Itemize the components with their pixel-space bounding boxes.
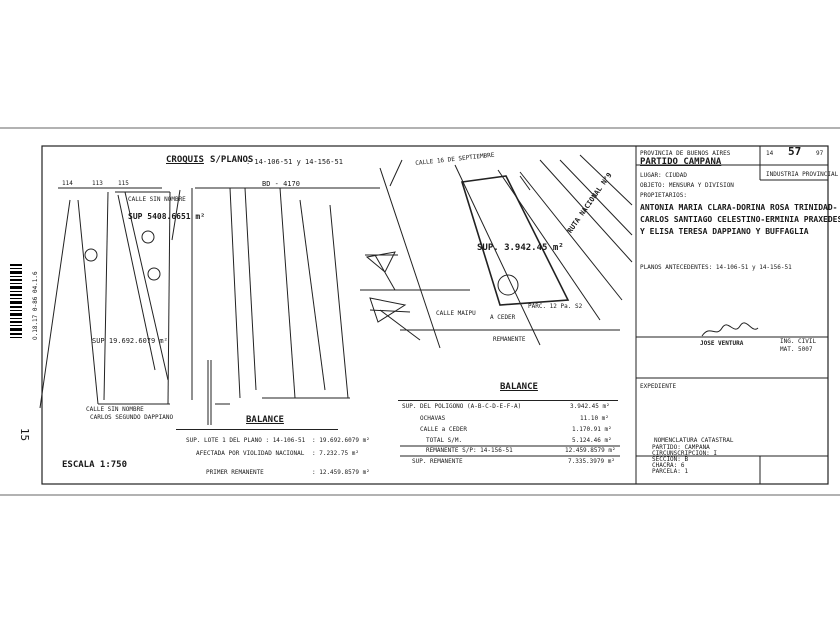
- right-balance-row-label: OCHAVAS: [420, 415, 446, 422]
- tb-year: 97: [816, 150, 824, 157]
- left-balance-row-label: SUP. LOTE 1 DEL PLANO : 14-106-51: [186, 437, 306, 444]
- right-balance-row-label: SUP. DEL POLIGONO (A-B-C-D-E-F-A): [402, 403, 522, 410]
- street-segundo: CARLOS SEGUNDO DAPPIANO: [90, 414, 174, 421]
- street-sin-nombre-top: CALLE SIN NOMBRE: [128, 196, 186, 203]
- right-balance-row-label: REMANENTE S/P: 14-156-51: [426, 447, 513, 454]
- right-balance-row-value: 3.942.45 m²: [570, 403, 610, 410]
- sup-lot-label: SUP 5408.6651 m²: [128, 212, 206, 221]
- croquis-label: CROQUIS: [166, 155, 204, 165]
- sup-left-label: SUP 19.692.6079 m²: [92, 337, 168, 345]
- right-balance-row-value: 11.10 m²: [580, 415, 609, 422]
- lot-number-114: 114: [62, 180, 73, 187]
- tb-matricula: MAT. 5007: [780, 346, 813, 353]
- tb-profesional: JOSE VENTURA: [700, 340, 744, 347]
- right-balance-title: BALANCE: [500, 382, 538, 392]
- barcode-label: O.18.17 0-86 04.1.6: [32, 271, 39, 340]
- lot-number-113: 113: [92, 180, 103, 187]
- croquis-refs: : 14-106-51 y 14-156-51: [246, 158, 343, 166]
- tb-owner-2: CARLOS SANTIAGO CELESTINO-ERMINIA PRAXED…: [640, 215, 840, 224]
- parcela-label: PARC. 12 Pa. S2: [528, 303, 583, 310]
- tb-provincia: PROVINCIA DE BUENOS AIRES: [640, 150, 731, 157]
- right-balance-row-value: 5.124.46 m²: [572, 437, 612, 444]
- street-maipu: CALLE MAIPU: [436, 310, 476, 317]
- tb-nomenclatura-title: NOMENCLATURA CATASTRAL: [654, 437, 734, 444]
- left-balance-row-value: : 7.232.75 m²: [312, 450, 359, 457]
- tb-profesional-title: ING. CIVIL: [780, 338, 817, 345]
- tb-number-big: 57: [788, 145, 802, 158]
- tb-owner-3: Y ELISA TERESA DAPPIANO Y BUFFAGLIA: [640, 227, 809, 236]
- tb-propietarios: PROPIETARIOS:: [640, 192, 687, 199]
- escala-label: ESCALA 1:750: [62, 460, 128, 470]
- barcode: [10, 262, 24, 342]
- left-balance-title: BALANCE: [246, 415, 284, 425]
- tb-nomenclatura-line: PARTIDO: CAMPANA: [652, 444, 710, 451]
- tb-lugar: LUGAR: CIUDAD: [640, 172, 687, 179]
- tb-nomenclatura-line: PARCELA: 1: [652, 468, 689, 475]
- right-balance-row-label: SUP. REMANENTE: [412, 458, 463, 465]
- right-balance-row-value: 7.335.3979 m²: [568, 458, 615, 465]
- right-balance-row-value: 1.170.91 m²: [572, 426, 612, 433]
- tb-number: 14: [766, 150, 774, 157]
- page-mark: 15: [18, 427, 32, 442]
- bd-label: BD - 4170: [262, 180, 300, 188]
- croquis-planos: S/PLANOS: [210, 155, 254, 165]
- right-balance-row-value: 12.459.8579 m²: [565, 447, 616, 454]
- lot-number-115: 115: [118, 180, 129, 187]
- signature: [701, 322, 759, 337]
- tb-objeto: OBJETO: MENSURA Y DIVISION: [640, 182, 734, 189]
- right-balance-row-label: CALLE a CEDER: [420, 426, 467, 433]
- tb-nomenclatura-line: CIRCUNSCRIPCION: I: [652, 450, 718, 457]
- tb-stamp: INDUSTRIA PROVINCIAL: [766, 171, 839, 178]
- tb-nomenclatura-line: SECCION: B: [652, 456, 689, 463]
- calle-ceder-label: A CEDER: [490, 314, 516, 321]
- left-balance-row-label: AFECTADA POR VIOLIDAD NACIONAL: [196, 450, 305, 457]
- tb-owner-1: ANTONIA MARIA CLARA-DORINA ROSA TRINIDAD…: [640, 203, 838, 212]
- tb-partido: PARTIDO CAMPANA: [640, 157, 722, 167]
- left-balance-row-value: : 12.459.8579 m²: [312, 469, 370, 476]
- right-balance-row-label: TOTAL S/M.: [426, 437, 463, 444]
- remanente-label: REMANENTE: [493, 336, 526, 343]
- left-balance-row-value: : 19.692.6079 m²: [312, 437, 370, 444]
- left-balance-row-label: PRIMER REMANENTE: [206, 469, 264, 476]
- tb-nomenclatura-line: CHACRA: 6: [652, 462, 685, 469]
- tb-expediente: EXPEDIENTE: [640, 383, 677, 390]
- sup-main-label: SUP. 3.942.45 m²: [477, 243, 564, 253]
- tb-antecedentes: PLANOS ANTECEDENTES: 14-106-51 y 14-156-…: [640, 264, 792, 271]
- street-sin-nombre-bottom: CALLE SIN NOMBRE: [86, 406, 144, 413]
